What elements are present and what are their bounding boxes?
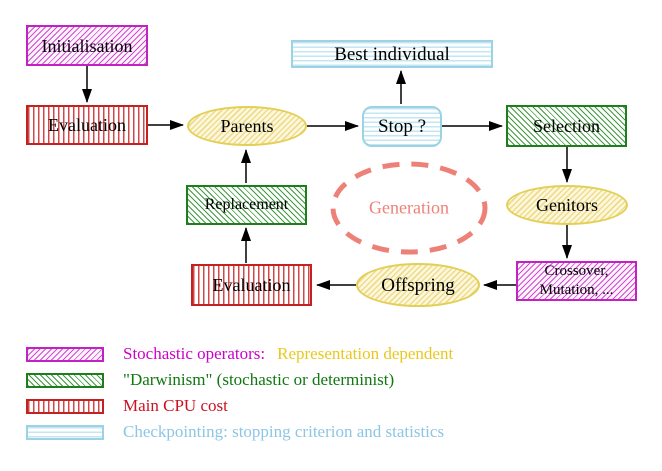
legend-label-stochastic: Stochastic operators: — [123, 344, 266, 363]
generation-label: Generation — [369, 197, 449, 218]
node-offspring: Offspring — [356, 263, 480, 307]
green-hatch-swatch — [26, 372, 104, 388]
legend-row-checkpointing: Checkpointing: stopping criterion and st… — [26, 419, 453, 445]
legend-row-cpu-cost: Main CPU cost — [26, 393, 453, 419]
legend-row-darwinism: "Darwinism" (stochastic or determinist) — [26, 367, 453, 393]
legend-label-darwinism: "Darwinism" (stochastic or determinist) — [123, 370, 395, 389]
node-crossover-mutation: Crossover, Mutation, ... — [516, 261, 637, 301]
node-selection: Selection — [506, 105, 627, 147]
generation-dashed-ellipse — [330, 161, 488, 255]
legend-label-cpu-cost: Main CPU cost — [123, 396, 228, 415]
legend: Stochastic operators: Representation dep… — [26, 341, 453, 445]
node-parents: Parents — [187, 106, 307, 146]
legend-label-checkpointing: Checkpointing: stopping criterion and st… — [123, 422, 445, 441]
node-evaluation-bottom: Evaluation — [191, 264, 312, 306]
node-stop: Stop ? — [362, 106, 442, 147]
node-initialisation: Initialisation — [26, 25, 148, 66]
magenta-hatch-swatch — [26, 346, 104, 362]
node-best-individual: Best individual — [291, 40, 493, 68]
red-stripes-swatch — [26, 398, 104, 414]
legend-row-stochastic-operators: Stochastic operators: Representation dep… — [26, 341, 453, 367]
node-replacement: Replacement — [186, 185, 307, 225]
node-evaluation-top: Evaluation — [26, 105, 148, 145]
crossover-line1: Crossover, — [544, 262, 609, 279]
legend-label-representation: Representation dependent — [277, 344, 454, 363]
cyan-stripes-swatch — [26, 424, 104, 440]
node-genitors: Genitors — [506, 185, 628, 225]
crossover-line2: Mutation, ... — [539, 282, 614, 298]
